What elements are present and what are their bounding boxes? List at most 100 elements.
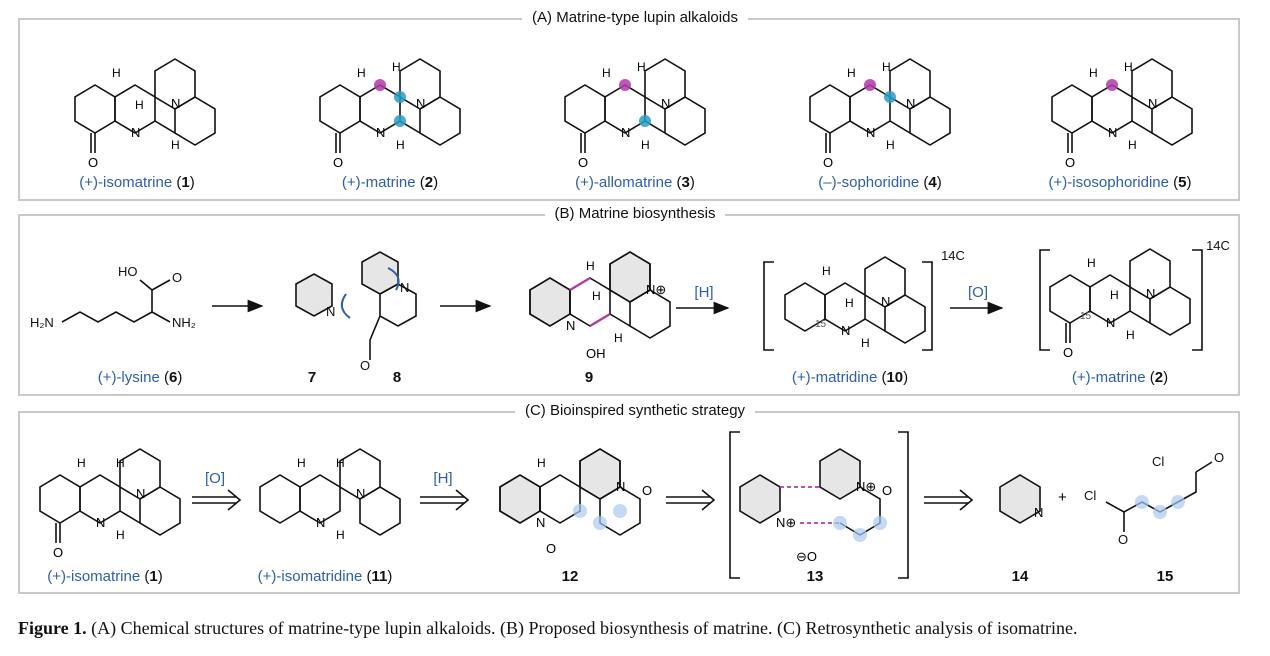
- svg-text:H: H: [1110, 288, 1119, 302]
- isotope-label-10: 14C: [941, 248, 965, 263]
- svg-text:H: H: [116, 456, 125, 470]
- svg-text:O: O: [172, 270, 182, 285]
- svg-text:N: N: [316, 515, 325, 530]
- svg-text:H: H: [396, 138, 405, 152]
- svg-text:O: O: [88, 155, 98, 170]
- svg-text:N: N: [906, 96, 915, 111]
- svg-text:H: H: [135, 98, 144, 112]
- svg-text:N: N: [416, 96, 425, 111]
- compound-4-structure: N N O H H H: [809, 58, 951, 170]
- compound-12-structure: N N O O H: [499, 448, 652, 556]
- svg-text:O: O: [53, 545, 63, 560]
- svg-text:15: 15: [1080, 311, 1092, 322]
- svg-text:H: H: [861, 336, 870, 350]
- label-compound-12: 12: [561, 568, 579, 585]
- svg-text:H: H: [641, 138, 650, 152]
- label-compound-14: 14: [1011, 568, 1029, 585]
- svg-text:O: O: [1063, 345, 1073, 360]
- isotope-label-2: 14C: [1206, 238, 1230, 253]
- svg-text:N⊕: N⊕: [856, 479, 876, 494]
- svg-text:O: O: [1065, 155, 1075, 170]
- panel-b-title: (B) Matrine biosynthesis: [0, 205, 1270, 222]
- compound-5-structure: N N O H H H: [1051, 58, 1193, 170]
- svg-text:H: H: [116, 528, 125, 542]
- svg-text:N: N: [661, 96, 670, 111]
- lysine-structure: H₂N HO O NH₂: [30, 264, 196, 330]
- label-compound-7: 7: [307, 369, 317, 386]
- compound-10-structure: N N 15 H H H: [784, 256, 926, 350]
- label-compound-1: (+)-isomatrine (1): [79, 174, 195, 191]
- svg-text:H: H: [1128, 138, 1137, 152]
- svg-text:O: O: [546, 541, 556, 556]
- svg-text:N: N: [400, 280, 409, 295]
- compound-8-structure: N O: [340, 251, 417, 373]
- svg-text:Cl: Cl: [1152, 454, 1164, 469]
- svg-text:O: O: [642, 483, 652, 498]
- svg-text:HO: HO: [118, 264, 138, 279]
- label-matridine: (+)-matridine (10): [791, 369, 909, 386]
- svg-text:NH₂: NH₂: [172, 315, 196, 330]
- label-compound-2: (+)-matrine (2): [341, 174, 439, 191]
- label-compound-13: 13: [806, 568, 824, 585]
- svg-text:N: N: [136, 486, 145, 501]
- svg-text:H: H: [112, 66, 121, 80]
- svg-text:N: N: [1148, 96, 1157, 111]
- svg-text:N: N: [841, 323, 850, 338]
- compound-3-structure: N N O H H H: [564, 58, 706, 170]
- compound-2b-structure: N N 15 O H H H: [1049, 248, 1191, 360]
- svg-text:N⊕: N⊕: [646, 282, 666, 297]
- svg-text:N: N: [881, 294, 890, 309]
- svg-text:H: H: [822, 264, 831, 278]
- svg-text:H: H: [847, 66, 856, 80]
- svg-text:O: O: [1214, 450, 1224, 465]
- reagent-h-b: [H]: [694, 284, 714, 301]
- svg-text:H: H: [886, 138, 895, 152]
- label-compound-4: (–)-sophoridine (4): [818, 174, 942, 191]
- compound-1-structure: N N O H H H: [74, 58, 216, 170]
- svg-text:N: N: [616, 479, 625, 494]
- svg-text:N: N: [621, 125, 630, 140]
- svg-text:N: N: [96, 515, 105, 530]
- svg-text:⊖O: ⊖O: [796, 549, 817, 564]
- label-lysine: (+)-lysine (6): [97, 369, 183, 386]
- svg-text:O: O: [360, 358, 370, 373]
- compound-15-structure: Cl O Cl O: [1084, 450, 1224, 547]
- svg-text:OH: OH: [586, 346, 606, 361]
- panel-a-title: (A) Matrine-type lupin alkaloids: [0, 9, 1270, 26]
- compound-7-structure: N: [295, 273, 335, 319]
- plus-sign: +: [1058, 489, 1067, 506]
- svg-text:H: H: [882, 60, 891, 74]
- svg-text:H: H: [336, 456, 345, 470]
- svg-text:N: N: [1146, 286, 1155, 301]
- svg-text:H: H: [845, 296, 854, 310]
- svg-text:H: H: [336, 528, 345, 542]
- svg-text:15: 15: [815, 319, 827, 330]
- retro-arrow-3: [666, 489, 716, 511]
- svg-text:H: H: [357, 66, 366, 80]
- label-matrine-b: (+)-matrine (2): [1071, 369, 1169, 386]
- compound-1c-structure: N N O H H H: [39, 448, 181, 560]
- compound-14-structure: N: [999, 474, 1043, 524]
- svg-text:N: N: [326, 304, 335, 319]
- svg-text:H: H: [1124, 60, 1133, 74]
- svg-text:H: H: [1126, 328, 1135, 342]
- compound-13-structure: N⊕ N⊕ O ⊖O: [739, 448, 892, 564]
- compound-9-structure: N N⊕ H H H OH: [529, 251, 671, 361]
- label-compound-15: 15: [1156, 568, 1174, 585]
- svg-text:N: N: [1108, 125, 1117, 140]
- svg-text:N: N: [536, 515, 545, 530]
- label-compound-8: 8: [392, 369, 402, 386]
- retro-arrow-1: [192, 489, 242, 511]
- svg-text:O: O: [1118, 532, 1128, 547]
- svg-text:N: N: [376, 125, 385, 140]
- svg-text:N: N: [171, 96, 180, 111]
- reagent-o-c: [O]: [204, 470, 225, 487]
- svg-text:O: O: [578, 155, 588, 170]
- svg-text:H: H: [602, 66, 611, 80]
- label-isomatrine-c: (+)-isomatrine (1): [47, 568, 163, 585]
- panel-c-title: (C) Bioinspired synthetic strategy: [0, 402, 1270, 419]
- svg-text:H: H: [77, 456, 86, 470]
- label-compound-5: (+)-isosophoridine (5): [1048, 174, 1192, 191]
- svg-text:O: O: [333, 155, 343, 170]
- svg-text:N: N: [1106, 315, 1115, 330]
